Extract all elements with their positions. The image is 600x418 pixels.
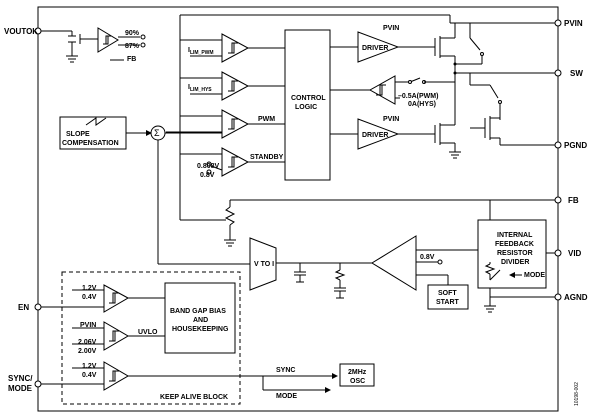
label-0808v: 0.808V <box>197 163 220 170</box>
label-standby: STANDBY <box>250 154 284 161</box>
keep-alive-label: KEEP ALIVE BLOCK <box>160 394 228 401</box>
zero-current-comparator <box>330 75 455 105</box>
label-zero-current: 0A(HYS) <box>408 101 436 108</box>
bandgap-label-1: BAND GAP BIAS <box>170 308 226 315</box>
pin-sync-label: SYNC/ <box>8 374 33 383</box>
label-pvin-top: PVIN <box>383 25 399 32</box>
oscillator-block <box>339 363 375 387</box>
mode-arrow-label: MODE <box>524 272 545 279</box>
label-sync-12v: 1.2V <box>82 363 97 370</box>
sigma-symbol: Σ <box>154 128 160 138</box>
low-side-fet <box>434 123 461 159</box>
feedback-label-3: RESISTOR <box>497 250 533 257</box>
sync-rectifier-fet <box>469 73 555 146</box>
label-sync-04v: 0.4V <box>82 372 97 379</box>
v-to-i-block <box>249 237 346 299</box>
v-to-i-label: V TO I <box>254 261 274 268</box>
pin-pvin[interactable]: PVIN <box>554 19 583 28</box>
slope-label-2: COMPENSATION <box>62 140 119 147</box>
bandgap-block <box>164 282 236 354</box>
pin-vid[interactable]: VID <box>554 249 582 258</box>
label-pwm: PWM <box>258 116 275 123</box>
comparator-pwm <box>166 109 285 139</box>
label-uvlo-pvin: PVIN <box>80 322 96 329</box>
pin-sync-mode[interactable]: SYNC/ MODE <box>8 374 42 393</box>
label-uvlo: UVLO <box>138 329 158 336</box>
pin-pvin-label: PVIN <box>564 19 583 28</box>
control-logic-label-1: CONTROL <box>291 95 326 102</box>
comparator-ilim-pwm <box>179 14 450 170</box>
label-08v-a: 0.8V <box>200 172 215 179</box>
pin-vid-label: VID <box>568 249 582 258</box>
comparator-ilim-hys <box>180 71 285 101</box>
slope-compensation-block <box>59 116 250 265</box>
feedback-label-2: FEEDBACK <box>495 241 534 248</box>
error-amplifier <box>276 235 478 291</box>
uvlo-comparator <box>72 321 165 351</box>
pin-voutok-label: VOUTOK <box>4 27 38 36</box>
pin-voutok[interactable]: VOUTOK <box>4 27 42 36</box>
sync-comparator <box>41 361 338 393</box>
label-en-04v: 0.4V <box>82 294 97 301</box>
pin-agnd-label: AGND <box>564 293 588 302</box>
pin-pgnd-label: PGND <box>564 141 587 150</box>
label-fb-small: FB <box>127 56 136 63</box>
label-87pct: 87% <box>125 43 140 50</box>
label-pvin-bottom: PVIN <box>383 116 399 123</box>
label-08v-b: 0.8V <box>420 254 435 261</box>
fb-network <box>180 199 555 247</box>
pin-pgnd[interactable]: PGND <box>554 141 587 150</box>
keep-alive-block <box>61 271 241 405</box>
feedback-label-4: DIVIDER <box>501 259 529 266</box>
voutok-circuit <box>41 27 146 63</box>
en-comparator <box>41 284 165 313</box>
label-90pct: 90% <box>125 30 140 37</box>
control-logic-block <box>284 29 331 181</box>
soft-start-block <box>427 284 469 310</box>
bandgap-label-3: HOUSEKEEPING <box>172 326 229 333</box>
control-logic-label-2: LOGIC <box>295 104 317 111</box>
figure-id: 10198-002 <box>574 382 580 406</box>
driver-top-label: DRIVER <box>362 45 388 52</box>
label-ilim-pwm: ILIM_PWM <box>188 47 214 56</box>
label-neg-current: –0.5A(PWM) <box>398 93 438 100</box>
osc-label-1: 2MHz <box>348 369 367 376</box>
pin-fb[interactable]: FB <box>554 196 579 205</box>
high-side-fet <box>434 15 555 125</box>
label-ilim-hys: ILIM_HYS <box>188 84 212 93</box>
pin-fb-label: FB <box>568 196 579 205</box>
label-sync: SYNC <box>276 367 295 374</box>
pin-sw[interactable]: SW <box>554 69 583 78</box>
label-uvlo-206: 2.06V <box>78 339 97 346</box>
slope-label-1: SLOPE <box>66 131 90 138</box>
soft-start-label-1: SOFT <box>438 290 457 297</box>
pin-sw-label: SW <box>570 69 583 78</box>
driver-top <box>330 31 435 63</box>
chip-outline <box>37 6 559 412</box>
feedback-divider-block <box>477 219 555 313</box>
bandgap-label-2: AND <box>193 317 208 324</box>
label-mode: MODE <box>276 393 297 400</box>
label-en-12v: 1.2V <box>82 285 97 292</box>
pin-en-label: EN <box>18 303 29 312</box>
pin-mode-label: MODE <box>8 384 33 393</box>
feedback-label-1: INTERNAL <box>497 232 533 239</box>
soft-start-label-2: START <box>436 299 460 306</box>
osc-label-2: OSC <box>350 378 365 385</box>
driver-bottom-label: DRIVER <box>362 132 388 139</box>
driver-bottom <box>330 118 435 150</box>
pin-agnd[interactable]: AGND <box>554 293 588 302</box>
comparator-standby <box>179 147 285 220</box>
label-uvlo-200: 2.00V <box>78 348 97 355</box>
